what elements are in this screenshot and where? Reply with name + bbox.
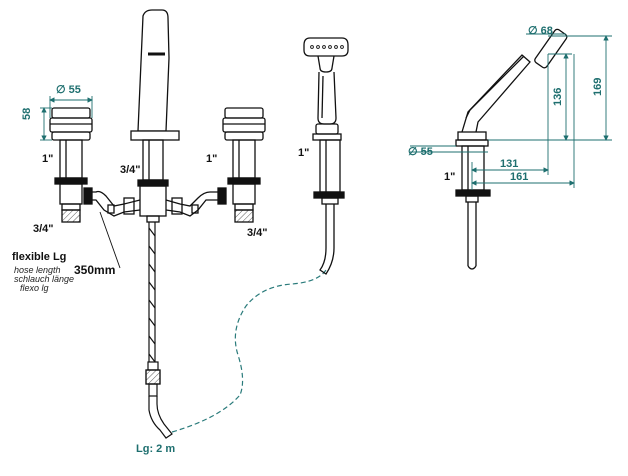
diameter-68-label: ∅ 68 [528, 26, 553, 37]
thread-1-right-label: 1" [206, 153, 218, 165]
thread-1-side-label: 1" [444, 171, 456, 183]
left-valve-dims [40, 96, 93, 141]
dia68-value: 68 [540, 25, 553, 37]
thread-34-left-label: 3/4" [33, 223, 54, 235]
center-hose [145, 222, 173, 439]
diameter-symbol: ∅ [56, 84, 66, 96]
right-valve [222, 107, 266, 223]
hose-length-fr: flexo lg [20, 283, 49, 293]
center-spout [83, 9, 227, 223]
height-136-label: 136 [552, 87, 564, 106]
left-valve [49, 107, 93, 223]
diameter-55-right-label: ∅ 55 [408, 147, 433, 158]
hose-dashed-path [171, 269, 327, 433]
thread-34-center-label: 3/4" [120, 164, 141, 176]
width-161-label: 161 [510, 171, 529, 183]
width-131-label: 131 [500, 158, 519, 170]
thread-1-shower-label: 1" [298, 147, 310, 159]
thread-34-right-label: 3/4" [247, 227, 268, 239]
hand-shower-side [455, 28, 568, 270]
flexible-title: flexible Lg [12, 251, 67, 263]
hose-length-value: 350mm [74, 263, 116, 277]
leader-lines [99, 211, 121, 269]
hand-shower-front [303, 37, 349, 275]
diameter-55-left-label: ∅ 55 [56, 85, 81, 96]
lg-2m-label: Lg: 2 m [136, 443, 176, 455]
hose-length-en: hose length [14, 265, 61, 275]
side-view-dims [410, 33, 612, 190]
thread-1-left-label: 1" [42, 153, 54, 165]
diameter-symbol: ∅ [408, 146, 418, 158]
dia55-left-value: 55 [68, 84, 81, 96]
hose-length-de: schlauch länge [14, 274, 75, 284]
height-58-label: 58 [21, 107, 33, 120]
diameter-symbol: ∅ [528, 25, 538, 37]
dia55-right-value: 55 [420, 146, 433, 158]
height-169-label: 169 [592, 77, 604, 96]
